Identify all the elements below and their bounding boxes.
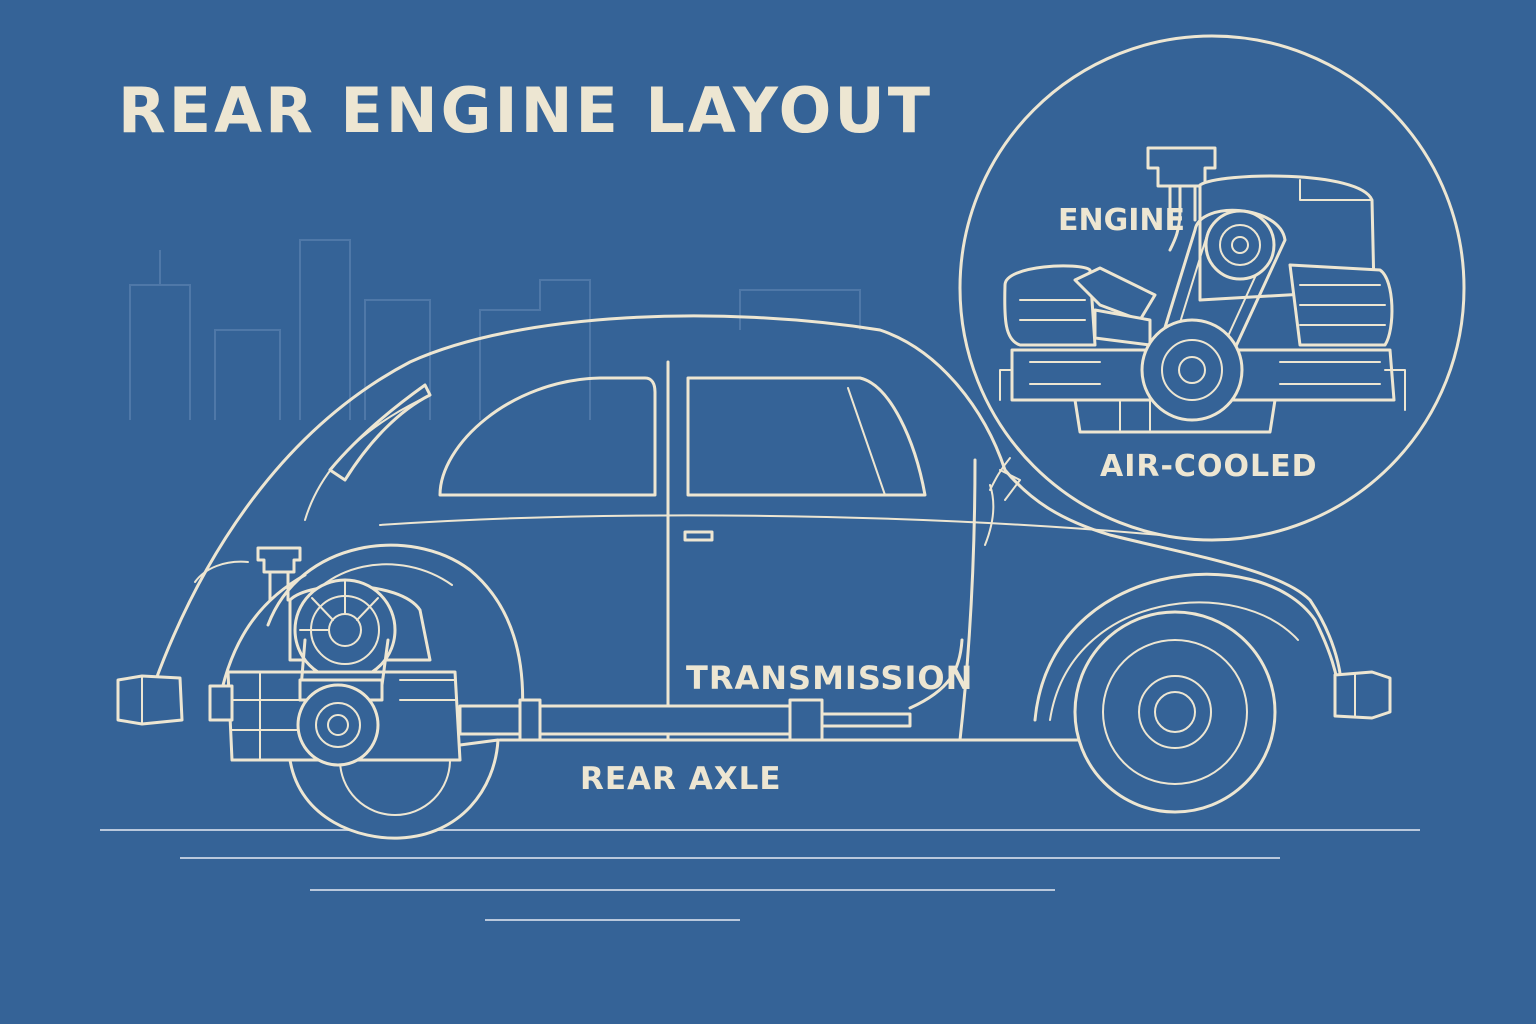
engine-callout — [958, 34, 1466, 542]
rear-axle-label: REAR AXLE — [580, 761, 782, 797]
rear-engine — [208, 546, 462, 767]
ground-lines — [100, 829, 1420, 921]
transmission-label: TRANSMISSION — [686, 659, 974, 697]
front-wheel — [1073, 610, 1277, 814]
bumpers — [116, 670, 1392, 726]
background-skyline — [129, 239, 861, 420]
air-cooled-label: AIR-COOLED — [1100, 449, 1318, 484]
engine-label: ENGINE — [1058, 203, 1185, 238]
driveline — [458, 638, 964, 742]
callout-connector — [989, 457, 1011, 491]
diagram-title: REAR ENGINE LAYOUT — [118, 74, 934, 147]
